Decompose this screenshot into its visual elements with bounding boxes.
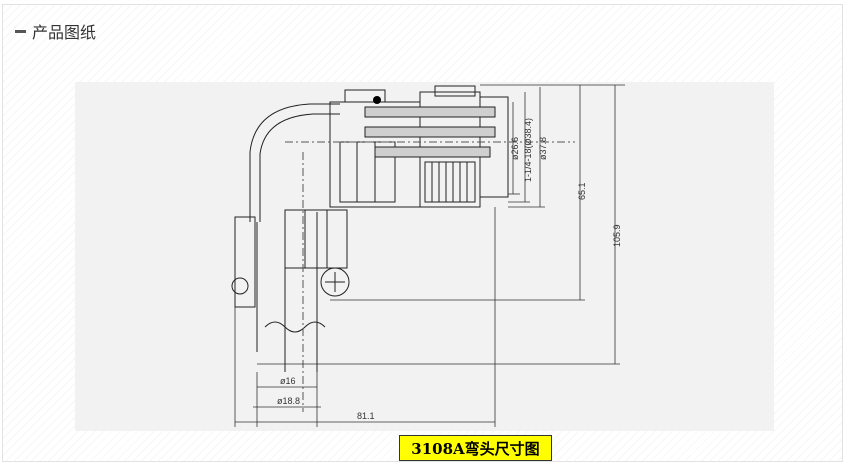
mount-hole	[231, 277, 249, 295]
seal-dot	[373, 96, 381, 104]
clamp-screw	[320, 267, 350, 297]
elbow-outline	[249, 103, 340, 222]
section-header: 产品图纸	[15, 19, 96, 43]
dim-height-105: 105.9	[612, 224, 622, 247]
dim-outer-diameter: ø37.8	[538, 137, 548, 160]
dim-diameter-16: ø16	[280, 376, 296, 386]
drawing-svg: ø26.6 1-1/4-18(Ø38.4) ø37.8 65.1 105.9 ø…	[231, 84, 625, 427]
cable-clamp	[284, 209, 348, 269]
dim-thread: 1-1/4-18(Ø38.4)	[523, 118, 533, 182]
dim-inner-diameter: ø26.6	[510, 137, 520, 160]
dim-diameter-18: ø18.8	[277, 396, 300, 406]
section-title: 产品图纸	[32, 23, 97, 42]
connector-drawing: ø26.6 1-1/4-18(Ø38.4) ø37.8 65.1 105.9 ø…	[75, 82, 774, 431]
elbow-housing	[234, 216, 256, 308]
dimension-labels: ø26.6 1-1/4-18(Ø38.4) ø37.8 65.1 105.9 ø…	[277, 118, 622, 421]
dim-width-81: 81.1	[357, 411, 375, 421]
dim-height-65: 65.1	[577, 182, 587, 200]
dash-icon	[15, 29, 26, 33]
drawing-caption: 3108A弯头尺寸图	[399, 435, 552, 461]
